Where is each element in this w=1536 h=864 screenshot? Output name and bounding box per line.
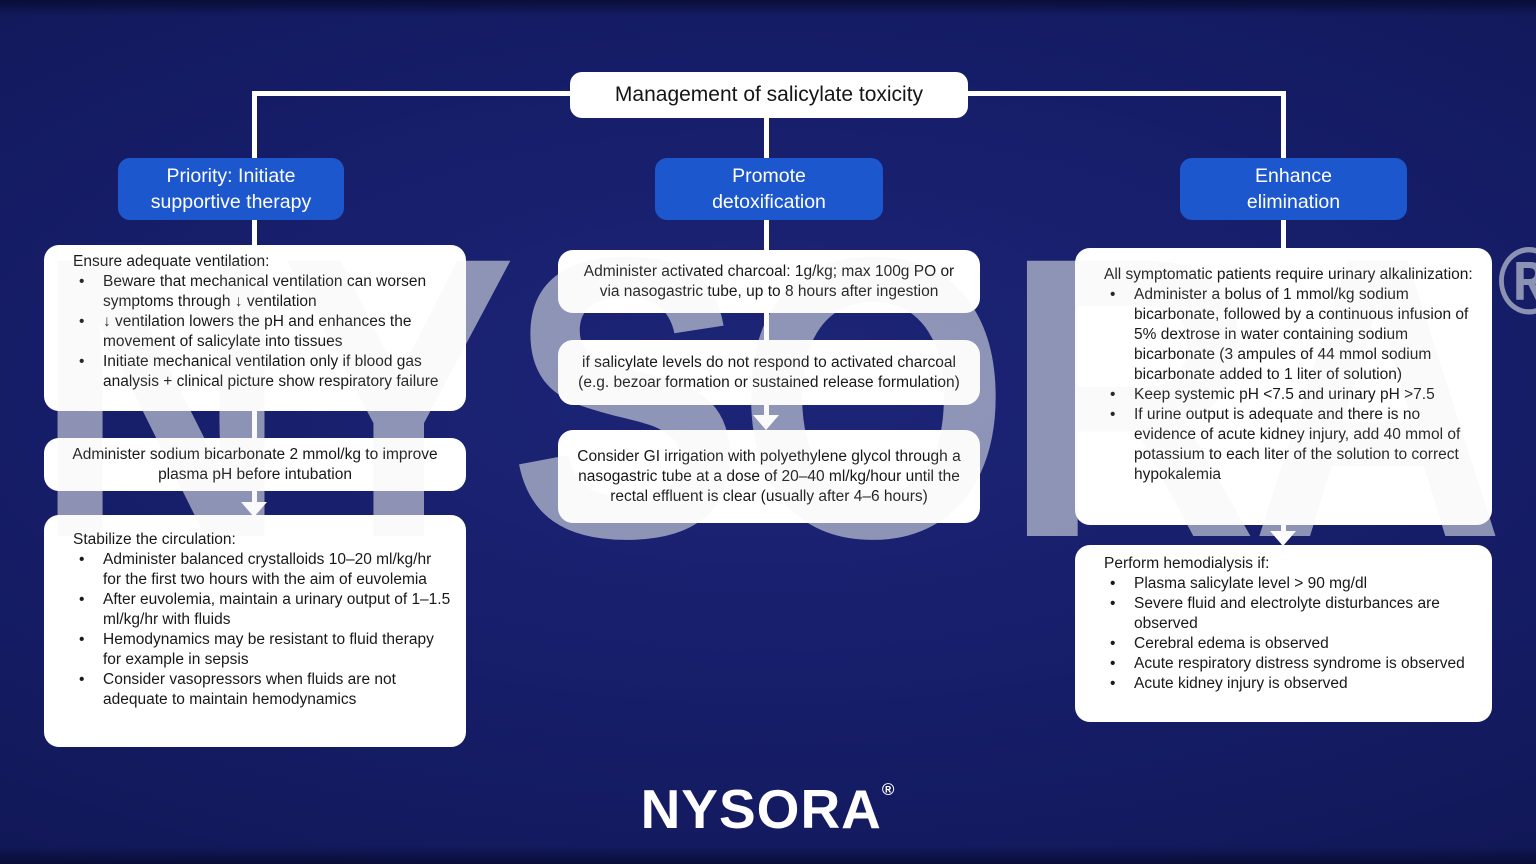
header-enhance-elimination: Enhance elimination [1180, 158, 1407, 220]
box-text: Consider GI irrigation with polyethylene… [577, 447, 961, 505]
stem-middle-header [764, 220, 769, 251]
box-ventilation: Ensure adequate ventilation: Beware that… [44, 245, 466, 411]
stem-middle-box1-box2 [764, 312, 769, 340]
header-line: Priority: Initiate [166, 164, 296, 187]
stem-left-box1-box2 [252, 411, 257, 438]
bullet-list: Administer a bolus of 1 mmol/kg sodium b… [1104, 285, 1478, 485]
header-line: detoxification [712, 191, 826, 213]
page-title: Management of salicylate toxicity [614, 83, 924, 106]
bullet-list: Administer balanced crystalloids 10–20 m… [73, 550, 452, 710]
stem-middle-box2-box3 [764, 405, 769, 417]
list-item: ↓ ventilation lowers the pH and enhances… [73, 312, 452, 352]
header-line: elimination [1246, 191, 1341, 213]
list-item: If urine output is adequate and there is… [1104, 405, 1478, 485]
box-hemodialysis: Perform hemodialysis if: Plasma salicyla… [1075, 545, 1492, 722]
logo-text: NYSORA [640, 778, 882, 840]
nysora-logo: NYSORA® [0, 777, 1536, 841]
list-item: Plasma salicylate level > 90 mg/dl [1104, 574, 1478, 594]
bullet-list: Plasma salicylate level > 90 mg/dl Sever… [1104, 574, 1478, 694]
list-item: Administer balanced crystalloids 10–20 m… [73, 550, 452, 590]
header-supportive-therapy: Priority: Initiate supportive therapy [118, 158, 344, 220]
list-item: Initiate mechanical ventilation only if … [73, 352, 452, 392]
stem-left-header [252, 220, 257, 246]
box-circulation: Stabilize the circulation: Administer ba… [44, 515, 466, 747]
box-text: Administer sodium bicarbonate 2 mmol/kg … [72, 445, 438, 483]
arrow-down-icon [753, 415, 779, 430]
list-item: Acute respiratory distress syndrome is o… [1104, 654, 1478, 674]
box-heading: Ensure adequate ventilation: [73, 253, 270, 270]
box-heading: Perform hemodialysis if: [1104, 555, 1270, 572]
list-item: Keep systemic pH <7.5 and urinary pH >7.… [1104, 385, 1478, 405]
box-text: if salicylate levels do not respond to a… [578, 353, 960, 391]
arrow-down-icon [1270, 531, 1296, 546]
header-promote-detoxification: Promote detoxification [655, 158, 883, 220]
list-item: Severe fluid and electrolyte disturbance… [1104, 594, 1478, 634]
registered-mark-icon: ® [881, 780, 896, 799]
list-item: Consider vasopressors when fluids are no… [73, 670, 452, 710]
title-box: Management of salicylate toxicity [570, 72, 968, 118]
header-line: Enhance [1255, 164, 1332, 187]
stem-right-header [1281, 220, 1286, 248]
list-item: Hemodynamics may be resistant to fluid t… [73, 630, 452, 670]
box-urinary-alkalinization: All symptomatic patients require urinary… [1075, 248, 1492, 525]
list-item: Cerebral edema is observed [1104, 634, 1478, 654]
box-sodium-bicarbonate: Administer sodium bicarbonate 2 mmol/kg … [44, 438, 466, 491]
list-item: Acute kidney injury is observed [1104, 674, 1478, 694]
stem-right-box1-box2 [1281, 524, 1286, 533]
box-gi-irrigation: Consider GI irrigation with polyethylene… [558, 430, 980, 523]
box-heading: All symptomatic patients require urinary… [1104, 266, 1473, 283]
connector-right-vertical [1281, 91, 1286, 159]
header-line: Promote [732, 164, 806, 187]
list-item: After euvolemia, maintain a urinary outp… [73, 590, 452, 630]
connector-left-vertical [252, 91, 257, 159]
box-salicylate-no-response: if salicylate levels do not respond to a… [558, 340, 980, 405]
connector-title-to-middle [764, 115, 769, 159]
connector-title-to-right [966, 91, 1286, 96]
header-line: supportive therapy [150, 191, 312, 213]
stem-left-box2-box3 [252, 491, 257, 504]
box-activated-charcoal: Administer activated charcoal: 1g/kg; ma… [558, 250, 980, 313]
connector-title-to-left [252, 91, 572, 96]
box-text: Administer activated charcoal: 1g/kg; ma… [583, 262, 955, 300]
box-heading: Stabilize the circulation: [73, 531, 236, 548]
list-item: Beware that mechanical ventilation can w… [73, 272, 452, 312]
bullet-list: Beware that mechanical ventilation can w… [73, 272, 452, 392]
arrow-down-icon [241, 502, 267, 517]
list-item: Administer a bolus of 1 mmol/kg sodium b… [1104, 285, 1478, 385]
